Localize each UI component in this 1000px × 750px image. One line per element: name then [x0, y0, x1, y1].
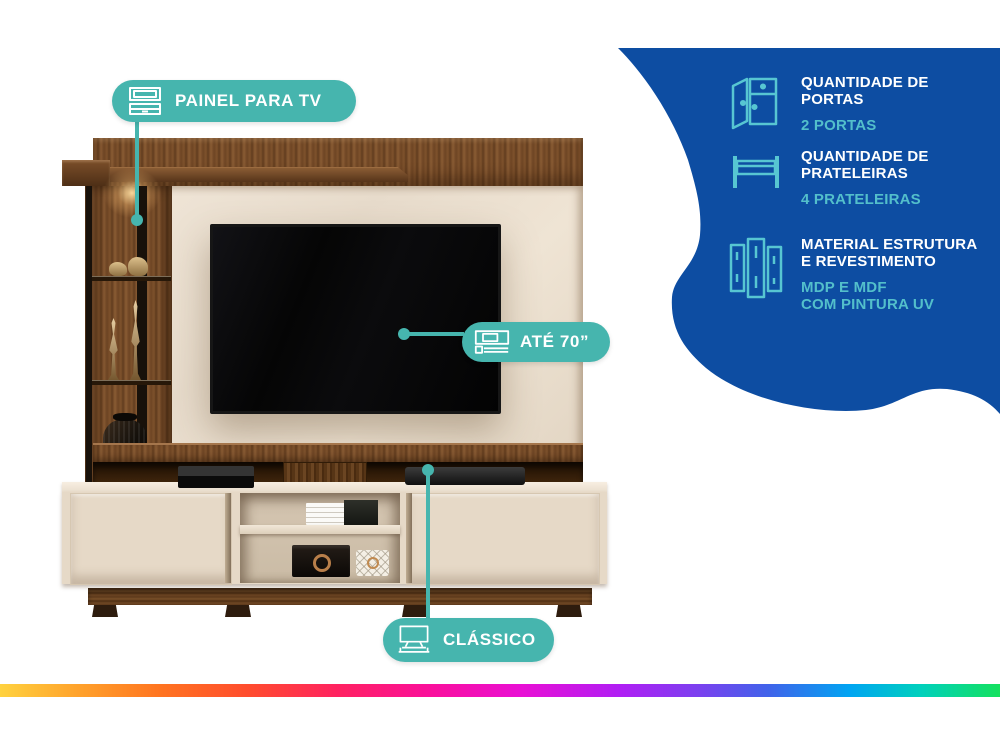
dark-books — [344, 500, 378, 525]
tower-post-right — [137, 186, 147, 484]
furniture-foot — [556, 605, 582, 617]
middle-shelf-board — [240, 525, 400, 534]
spec-title: MATERIAL ESTRUTURA E REVESTIMENTO — [801, 236, 978, 270]
spotlight-glow — [103, 168, 161, 218]
game-console — [178, 466, 254, 488]
decor-basket — [356, 550, 389, 576]
left-cornice — [62, 160, 110, 186]
connector-line-bottom — [426, 474, 430, 620]
spec-title: QUANTIDADE DE PORTAS — [801, 74, 929, 108]
soundbar — [405, 467, 525, 485]
tv-panel-icon — [128, 86, 162, 116]
glass-shelf — [92, 380, 171, 385]
furniture-foot — [402, 605, 428, 617]
cabinet-top — [62, 482, 607, 493]
badge-painel-para-tv: PAINEL PARA TV — [112, 80, 356, 122]
badge-label: CLÁSSICO — [443, 630, 536, 649]
wood-material-icon — [727, 236, 785, 313]
spec-row-prateleiras: QUANTIDADE DE PRATELEIRAS 4 PRATELEIRAS — [727, 148, 987, 208]
badge-label: PAINEL PARA TV — [175, 91, 322, 110]
cabinet-doors-icon — [727, 74, 785, 134]
tv-screen — [210, 224, 501, 414]
cabinet-door-right — [406, 493, 600, 585]
lower-wood-shelf — [93, 443, 583, 465]
wood-plinth — [88, 588, 592, 605]
spec-value: 4 PRATELEIRAS — [801, 191, 921, 208]
badge-label: ATÉ 70” — [520, 332, 590, 351]
furniture-foot — [92, 605, 118, 617]
decor-box — [292, 545, 350, 577]
glass-shelf — [92, 276, 171, 281]
door-handle-left — [225, 493, 231, 583]
badge-classico: CLÁSSICO — [383, 618, 554, 662]
rainbow-gradient-bar — [0, 684, 1000, 697]
door-handle-right — [406, 493, 412, 583]
furniture-foot — [225, 605, 251, 617]
connector-line-top — [135, 120, 139, 216]
tower-post-left — [86, 186, 92, 484]
connector-dot-middle — [398, 328, 410, 340]
connector-line-middle — [406, 332, 464, 336]
cabinet-door-left — [70, 493, 232, 585]
bird-figurine — [128, 257, 148, 276]
bird-figurine — [109, 262, 127, 276]
ballerina-figurine — [108, 318, 119, 380]
classic-tv-icon — [397, 624, 431, 656]
tv-size-icon — [474, 329, 510, 355]
connector-dot-top — [131, 214, 143, 226]
spec-value: MDP E MDF COM PINTURA UV — [801, 279, 935, 313]
badge-ate-70: ATÉ 70” — [462, 322, 610, 362]
shelves-icon — [727, 148, 785, 208]
spec-value: 2 PORTAS — [801, 117, 877, 134]
spec-row-portas: QUANTIDADE DE PORTAS 2 PORTAS — [727, 74, 987, 134]
connector-dot-bottom — [422, 464, 434, 476]
spec-row-material: MATERIAL ESTRUTURA E REVESTIMENTO MDP E … — [727, 236, 987, 313]
spec-title: QUANTIDADE DE PRATELEIRAS — [801, 148, 929, 182]
ballerina-figurine — [130, 300, 141, 380]
books-stack — [306, 503, 352, 525]
